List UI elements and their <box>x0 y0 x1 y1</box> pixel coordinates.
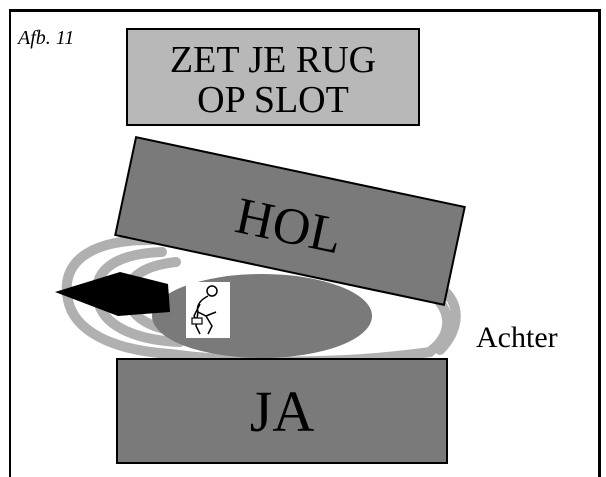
frame-border-right <box>598 9 601 477</box>
title-line-1: ZET JE RUG <box>169 39 377 81</box>
frame-border-left <box>9 9 11 477</box>
title-line-2: OP SLOT <box>197 79 349 121</box>
side-label: Achter <box>476 321 558 354</box>
arrow-left-icon <box>55 272 170 316</box>
motion-oval <box>152 274 372 358</box>
title-box: ZET JE RUG OP SLOT <box>126 28 420 126</box>
figure-caption: Afb. 11 <box>18 27 75 49</box>
person-lifting-icon <box>186 282 230 338</box>
lower-block: JA <box>116 358 448 464</box>
frame-border-top <box>9 9 601 12</box>
lower-block-label: JA <box>249 379 315 444</box>
upper-block: HOL <box>114 135 466 307</box>
